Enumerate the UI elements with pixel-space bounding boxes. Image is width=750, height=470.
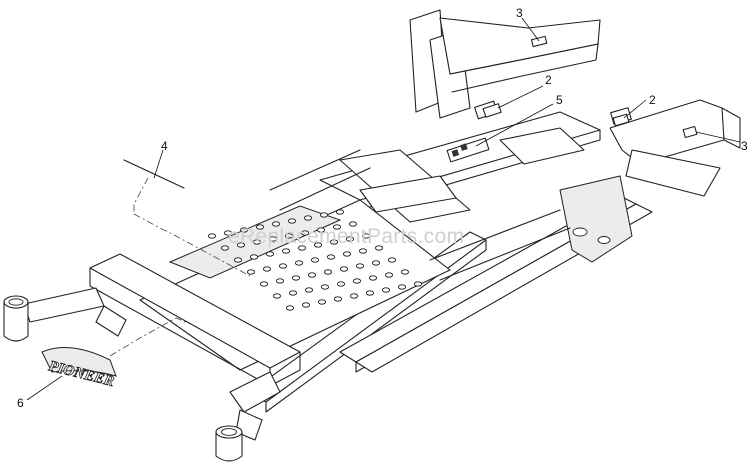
deck-hole	[239, 227, 249, 233]
deck-hole	[361, 233, 371, 239]
deck-hole	[317, 299, 327, 305]
caster-tube-left	[3, 295, 29, 342]
deck-hole	[384, 272, 394, 278]
decal-4-placement-line	[133, 177, 251, 277]
deck-hole	[246, 269, 256, 275]
deck-hole	[288, 290, 298, 296]
deck-hole	[342, 251, 352, 257]
deck-hole	[303, 215, 313, 221]
callout-3-top: 3	[516, 6, 523, 20]
deck-hole	[207, 233, 217, 239]
watermark-text: eReplacementParts.com	[228, 225, 464, 248]
deck-hole	[297, 245, 307, 251]
deck-hole	[281, 248, 291, 254]
deck-hole	[397, 284, 407, 290]
deck-hole	[285, 305, 295, 311]
decal-3-right	[682, 125, 698, 139]
deck-hole	[333, 296, 343, 302]
deck-hole	[275, 278, 285, 284]
deck-hole	[381, 287, 391, 293]
decal-3-left	[530, 35, 548, 48]
deck-hole	[291, 275, 301, 281]
deck-hole	[387, 257, 397, 263]
deck-hole	[301, 302, 311, 308]
deck-hole	[278, 263, 288, 269]
deck-hole	[236, 242, 246, 248]
deck-hole	[220, 245, 230, 251]
deck-hole	[272, 293, 282, 299]
deck-hole	[332, 224, 342, 230]
callout-4: 4	[161, 139, 168, 153]
deck-hole	[268, 236, 278, 242]
deck-hole	[233, 257, 243, 263]
deck-hole	[300, 230, 310, 236]
deck-hole	[374, 245, 384, 251]
deck-hole	[323, 269, 333, 275]
deck-hole	[307, 272, 317, 278]
deck-hole	[371, 260, 381, 266]
pioneer-logo: PIONEER	[41, 347, 117, 390]
deck-hole	[355, 263, 365, 269]
deck-hole	[271, 221, 281, 227]
callout-3-right: 3	[741, 139, 748, 153]
deck-hole	[348, 221, 358, 227]
callout-leaders	[26, 17, 741, 401]
deck-hole	[313, 242, 323, 248]
deck-hole	[294, 260, 304, 266]
deck-hole	[320, 284, 330, 290]
deck-hole	[365, 290, 375, 296]
deck-hole	[329, 239, 339, 245]
deck-hole	[310, 257, 320, 263]
deck-hole	[265, 251, 275, 257]
deck-hole	[319, 212, 329, 218]
callout-6: 6	[17, 396, 24, 410]
deck-hole	[252, 239, 262, 245]
logo-placement-line	[109, 317, 191, 357]
deck-hole	[262, 266, 272, 272]
deck-hole	[349, 293, 359, 299]
caster-tube-right	[215, 425, 243, 462]
deck-hole	[339, 266, 349, 272]
deck-hole	[249, 254, 259, 260]
deck-hole	[287, 218, 297, 224]
main-frame	[3, 9, 741, 462]
deck-hole	[352, 278, 362, 284]
deck-hole	[316, 227, 326, 233]
deck-hole	[413, 281, 423, 287]
decal-2-left	[482, 103, 502, 118]
deck-hole	[255, 224, 265, 230]
deck-hole	[335, 209, 345, 215]
deck-hole	[358, 248, 368, 254]
deck-hole	[259, 281, 269, 287]
decal-5	[446, 137, 490, 163]
callout-labels: 3 2 5 2 3 4 6	[17, 6, 748, 410]
deck-hole	[400, 269, 410, 275]
deck-hole	[345, 236, 355, 242]
deck-hole	[368, 275, 378, 281]
deck-hole	[304, 287, 314, 293]
deck-hole	[223, 230, 233, 236]
deck-hole	[336, 281, 346, 287]
deck-perforations	[207, 209, 423, 311]
callout-5: 5	[556, 93, 563, 107]
deck-hole	[326, 254, 336, 260]
deck-hole	[284, 233, 294, 239]
decal-4	[123, 159, 185, 189]
callout-2-right: 2	[649, 93, 656, 107]
callout-2-left: 2	[545, 73, 552, 87]
